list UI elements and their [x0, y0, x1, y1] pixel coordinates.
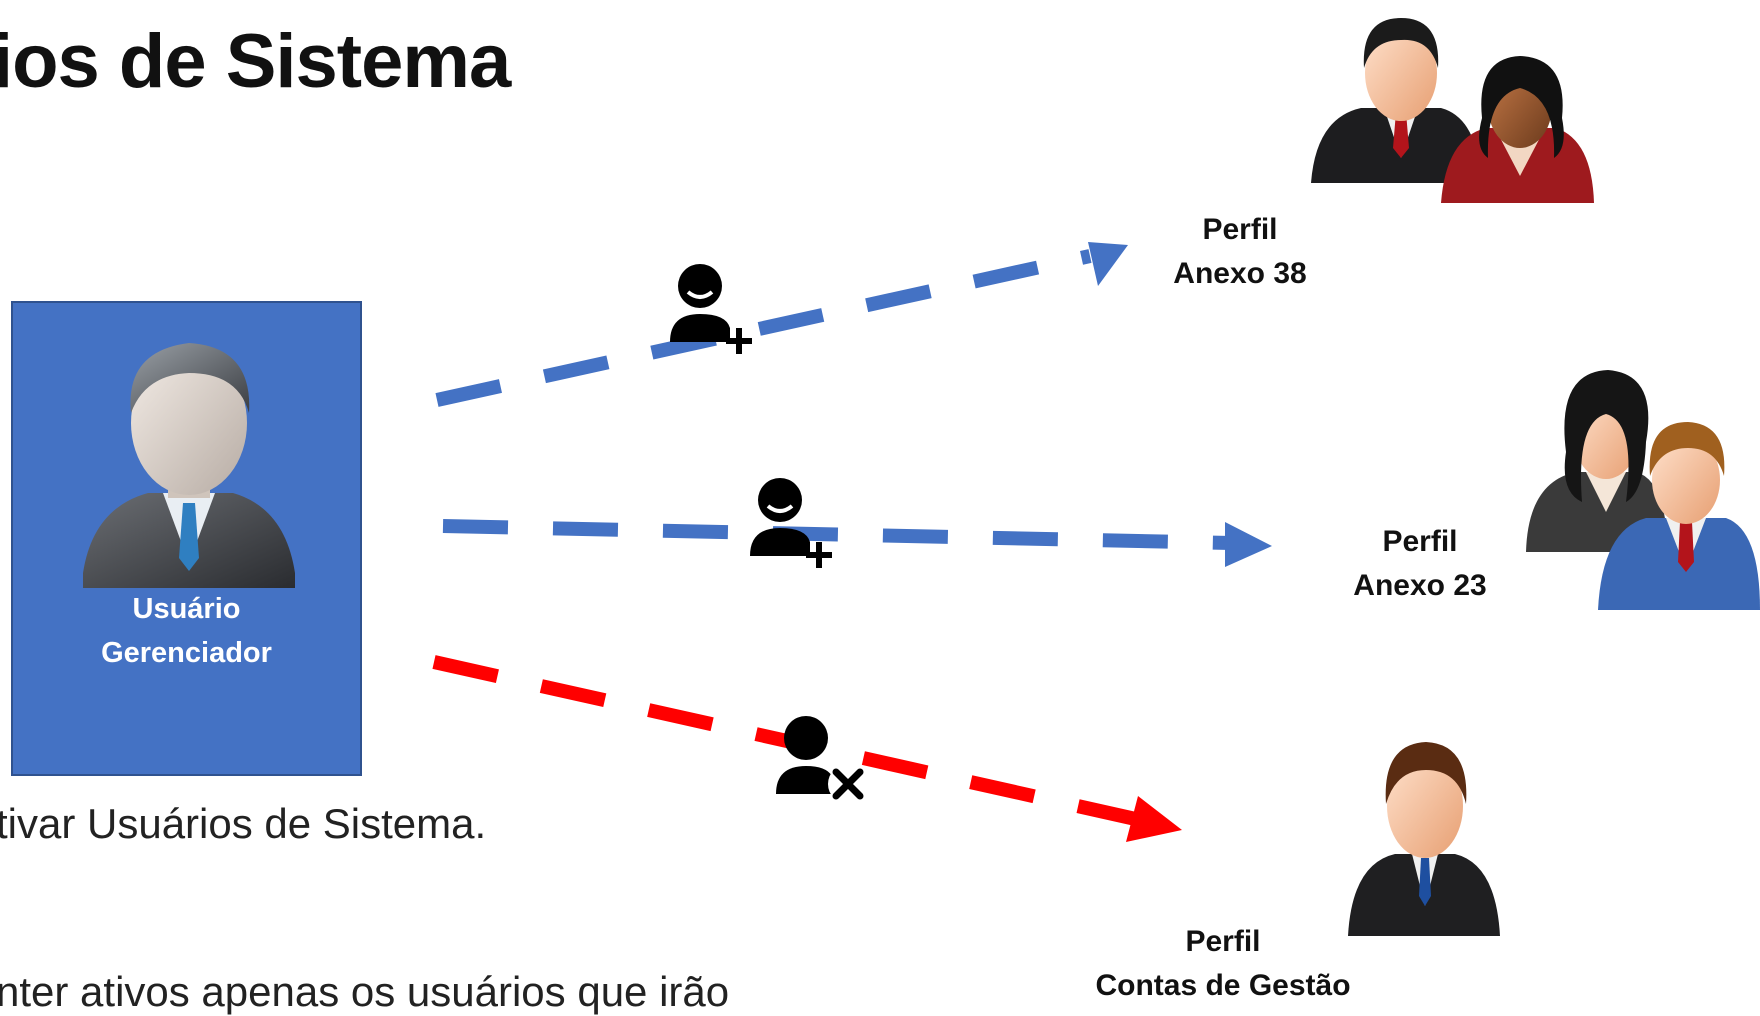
- profile-anexo-23-label: Perfil Anexo 23: [1320, 520, 1520, 608]
- profile-anexo-38-avatar-icon: [1311, 18, 1594, 203]
- profile-anexo-23-line-1: Perfil: [1382, 525, 1458, 558]
- profile-anexo-38-line-2: Anexo 38: [1173, 257, 1307, 290]
- arrow-to-anexo-38: [435, 249, 1092, 407]
- manager-avatar-icon: [83, 343, 295, 588]
- profile-contas-gestao-line-1: Perfil: [1185, 925, 1261, 958]
- arrowhead-anexo-23: [1225, 522, 1272, 567]
- profile-contas-gestao-label: Perfil Contas de Gestão: [1078, 920, 1368, 1008]
- manager-label-line-1: Usuário: [132, 593, 241, 625]
- arrowhead-anexo-38: [1088, 242, 1128, 286]
- slide-title: ios de Sistema: [0, 19, 511, 104]
- arrowhead-contas-gestao: [1126, 796, 1182, 842]
- profile-anexo-23-avatar-icon: [1526, 370, 1760, 610]
- user-remove-icon: [776, 716, 868, 804]
- profile-anexo-38-line-1: Perfil: [1202, 213, 1278, 246]
- body-text-line-1: tivar Usuários de Sistema.: [0, 800, 487, 847]
- user-add-icon: [670, 264, 752, 354]
- manager-user-box: Usuário Gerenciador: [11, 301, 362, 776]
- arrow-to-anexo-23: [442, 519, 1233, 550]
- user-add-icon: [750, 478, 832, 568]
- manager-label-line-2: Gerenciador: [101, 637, 272, 669]
- profile-contas-gestao-line-2: Contas de Gestão: [1095, 969, 1351, 1002]
- profile-anexo-23-line-2: Anexo 23: [1353, 569, 1487, 602]
- profile-anexo-38-label: Perfil Anexo 38: [1140, 208, 1340, 296]
- profile-contas-gestao-avatar-icon: [1348, 742, 1500, 936]
